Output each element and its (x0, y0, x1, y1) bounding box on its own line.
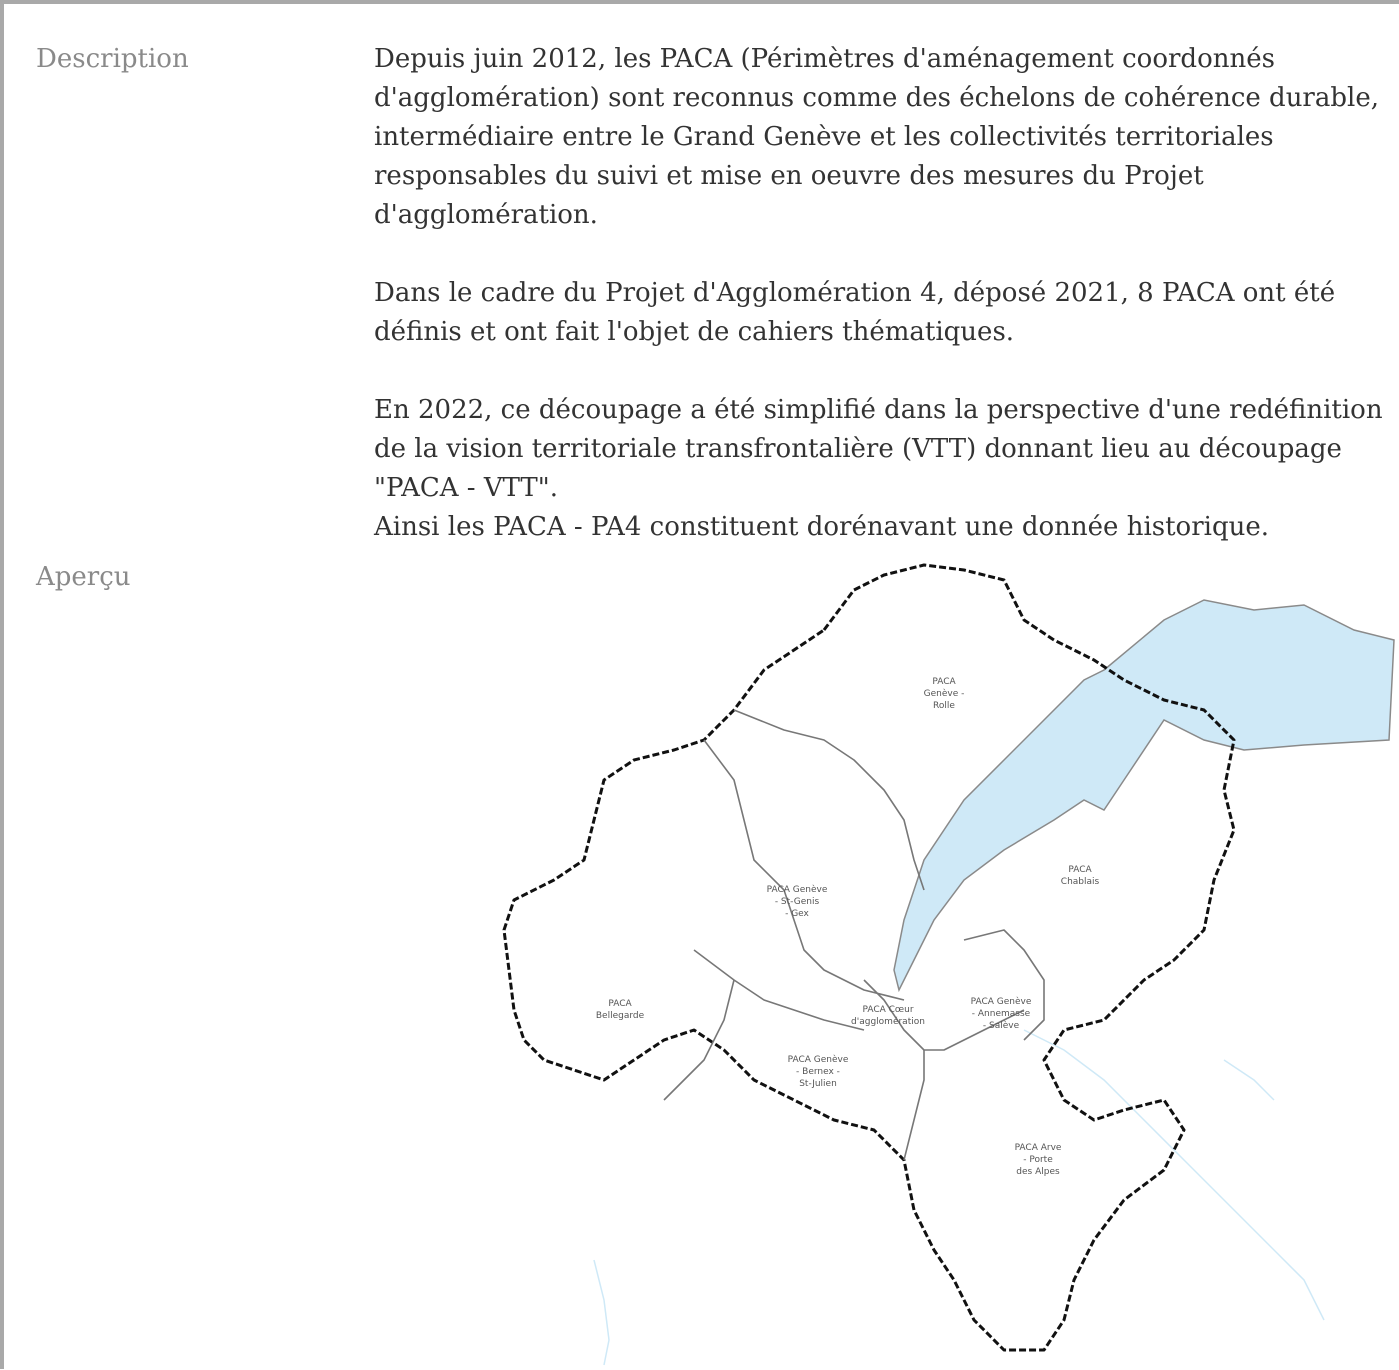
svg-text:PACA Genève- Bernex -St-Julien: PACA Genève - Bernex - St-Julien (788, 1054, 849, 1089)
inner-boundary-gex (703, 739, 905, 1001)
inner-boundary-arve (903, 1050, 925, 1161)
region-bernex-l3: St-Julien (799, 1079, 837, 1089)
svg-text:PACA Genève- Annemasse- Salève: PACA Genève - Annemasse- Salève (971, 996, 1032, 1031)
agglomeration-boundary (502, 563, 1236, 1352)
apercu-label: Aperçu (36, 562, 131, 592)
river-arve (1023, 1029, 1325, 1321)
inner-boundary-annemasse (963, 929, 1045, 1041)
description-paragraph-1: Depuis juin 2012, les PACA (Périmètres d… (374, 44, 1379, 230)
region-rolle-l1: PACA (932, 677, 956, 687)
region-bellegarde-l1: PACA (608, 999, 632, 1009)
region-coeur-l1: PACA Cœur (862, 1005, 913, 1015)
region-bellegarde-l2: Bellegarde (596, 1011, 645, 1021)
inner-boundary-rolle (733, 709, 925, 891)
description-paragraph-2: Dans le cadre du Projet d'Agglomération … (374, 278, 1336, 347)
lake-geneva (893, 599, 1395, 993)
region-arve-l3: des Alpes (1016, 1167, 1060, 1177)
region-gex-l2: - St-Genis (775, 897, 820, 907)
inner-boundary-coeur (863, 979, 1025, 1051)
region-annemasse-l3: - Salève (983, 1020, 1020, 1031)
svg-text:PACA Genève- St-Genis- Gex: PACA Genève - St-Genis - Gex (767, 884, 828, 919)
region-arve-l1: PACA Arve (1015, 1143, 1062, 1153)
region-gex-l1: PACA Genève (767, 884, 828, 895)
region-chablais-l1: PACA (1068, 865, 1092, 875)
region-arve-l2: - Porte (1023, 1155, 1053, 1165)
description-paragraph-3: En 2022, ce découpage a été simplifié da… (374, 395, 1383, 503)
region-rolle-l2: Genève - (924, 688, 965, 699)
region-bernex-l1: PACA Genève (788, 1054, 849, 1065)
river-north (1223, 1059, 1275, 1101)
region-annemasse-l2: - Annemasse (972, 1009, 1031, 1019)
region-bernex-l2: - Bernex - (796, 1067, 840, 1077)
inner-boundary-bellegarde (693, 949, 865, 1031)
description-text: Depuis juin 2012, les PACA (Périmètres d… (374, 40, 1394, 547)
river-rhone-south (593, 1259, 610, 1366)
description-paragraph-4: Ainsi les PACA - PA4 constituent dorénav… (374, 512, 1269, 542)
inner-boundary-bernex (663, 979, 735, 1101)
region-chablais-l2: Chablais (1061, 877, 1100, 887)
region-gex-l3: - Gex (785, 909, 809, 919)
description-label: Description (36, 44, 189, 74)
region-annemasse-l1: PACA Genève (971, 996, 1032, 1007)
region-coeur-l2: d'agglomération (851, 1016, 925, 1027)
region-rolle-l3: Rolle (933, 701, 955, 711)
